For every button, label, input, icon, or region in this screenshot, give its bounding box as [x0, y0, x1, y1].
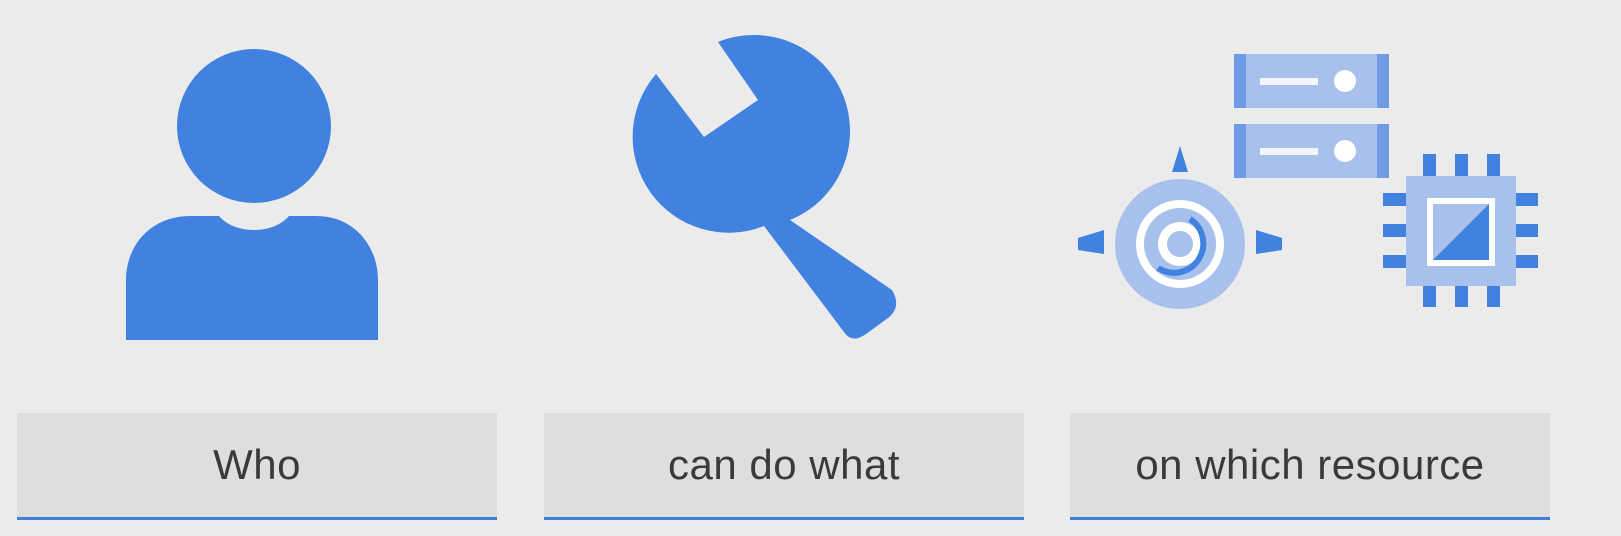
- server-icon: [1234, 124, 1389, 178]
- what-label-box: can do what: [544, 413, 1024, 520]
- who-label: Who: [213, 441, 301, 488]
- wrench-icon: [632, 34, 897, 339]
- resource-label: on which resource: [1135, 441, 1485, 488]
- compute-resources-icon: [1078, 54, 1538, 309]
- chip-icon: [1383, 154, 1538, 307]
- compute-engine-icon: [1078, 146, 1282, 309]
- who-label-box: Who: [17, 413, 497, 520]
- what-label: can do what: [668, 441, 900, 488]
- server-icon: [1234, 54, 1389, 108]
- user-icon: [126, 49, 378, 340]
- resource-label-box: on which resource: [1070, 413, 1550, 520]
